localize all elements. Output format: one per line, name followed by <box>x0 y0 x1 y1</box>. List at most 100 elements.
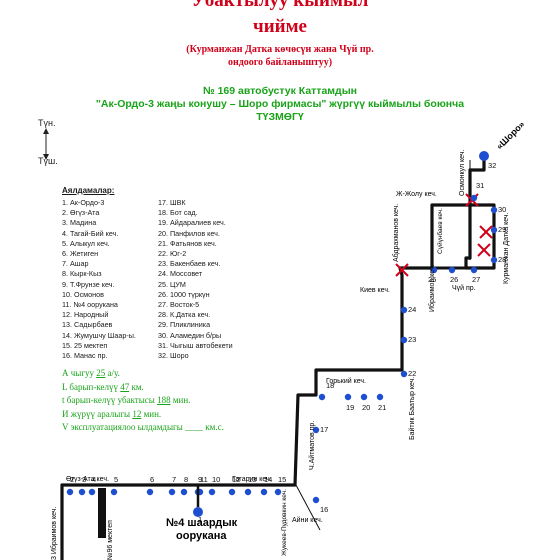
stop-number-label: 18 <box>326 381 334 390</box>
param-v: V эксплуатациялоо ылдамдыгы ____ км.с. <box>62 422 224 432</box>
street-gagarin: Гагарин кеч. <box>232 476 272 483</box>
stop-number-label: 30 <box>498 205 506 214</box>
list-item: 27. Восток-5 <box>158 300 200 310</box>
stop-number-label: 29 <box>498 225 506 234</box>
stops-right-column: 17. ШВК 18. Бот сад. 19. Айдаралиев кеч.… <box>158 198 278 361</box>
list-item: 30. Аламедин б/ры <box>158 330 222 340</box>
list-item: 20. Панфилов кеч. <box>158 228 220 238</box>
stop-number-label: 16 <box>320 505 328 514</box>
stop-dot <box>110 488 118 496</box>
stop-dot <box>244 488 252 496</box>
stop-number-label: 3 <box>82 475 86 484</box>
stop-dot <box>490 256 498 264</box>
subtitle-line1: (Курманжан Датка көчөсүн жана Чүй пр. <box>186 44 374 55</box>
stop-dot <box>274 488 282 496</box>
stop-dot <box>208 488 216 496</box>
stop-dot <box>78 488 86 496</box>
stop-dot <box>344 393 352 401</box>
stop-dot <box>376 393 384 401</box>
stop-number-label: 21 <box>378 403 386 412</box>
list-item: 1. Ак-Ордо-3 <box>62 198 105 207</box>
stop-number-label: 23 <box>408 335 416 344</box>
stop-number-label: 13 <box>248 475 256 484</box>
compass: Түн. Түш. <box>36 118 66 168</box>
stop-dot <box>430 266 438 274</box>
stop-number-label: 32 <box>488 161 496 170</box>
list-item: 32. Шоро <box>158 351 189 361</box>
list-item: 13. Садырбаев <box>62 320 113 330</box>
stop-number-label: 15 <box>278 475 286 484</box>
stop-dot <box>448 266 456 274</box>
list-item: 12. Народный <box>62 310 109 320</box>
list-item: 14. Жумушчу Шаар-ы. <box>62 330 136 340</box>
street-ainy: Айни кеч. <box>292 516 323 524</box>
route-line3: ТҮЗМӨГҮ <box>256 111 304 123</box>
street-gorky: Горький кеч. <box>326 377 366 385</box>
stop-number-label: 9 <box>198 475 202 484</box>
stop-dot <box>312 426 320 434</box>
stop-dot <box>312 496 320 504</box>
stops-heading: Аялдамалар: <box>62 186 115 195</box>
list-item: 17. ШВК <box>158 198 186 207</box>
route-line1: № 169 автобустук Каттамдын <box>202 85 358 97</box>
stop-number-label: 12 <box>232 475 240 484</box>
school-marker <box>98 488 106 538</box>
list-item: 15. 25 мектеп <box>62 340 108 350</box>
list-item: 8. Кырк-Кыз <box>62 269 102 279</box>
list-item: 25. ЦУМ <box>158 279 186 289</box>
list-item: 6. Жетиген <box>62 249 99 259</box>
route-parameters: А чыгуу 25 а/у. L барып-келүү 47 км. t б… <box>62 367 224 435</box>
list-item: 21. Фатьянов кеч. <box>158 238 217 248</box>
stop-number-label: 5 <box>114 475 118 484</box>
hospital-label-line2: оорукана <box>176 530 227 542</box>
list-item: 11. №4 оорукана <box>62 300 118 310</box>
route-line <box>60 156 496 560</box>
hospital-terminal-dot <box>193 507 203 517</box>
list-item: 5. Алыкул кеч. <box>62 238 110 248</box>
shoro-label: «Шоро» <box>494 119 526 151</box>
street-abdrakhmanov: Абдрахманов кеч. <box>392 204 400 262</box>
street-jukeev: Жукеев-Пудовкин кеч. <box>281 489 288 556</box>
stop-number-label: 4 <box>92 475 96 484</box>
street-kurmanjan: Курманжан Датка кеч. <box>503 212 510 284</box>
stop-dot <box>490 226 498 234</box>
shoro-terminal-dot <box>479 151 489 161</box>
list-item: 7. Ашар <box>62 259 89 269</box>
stop-dot <box>470 266 478 274</box>
street-osmonkul: Осмонкул кеч. <box>459 150 466 196</box>
compass-arrow-icon <box>43 128 49 160</box>
stop-number-label: 11 <box>200 475 208 484</box>
stop-number-label: 26 <box>450 275 458 284</box>
list-item: 18. Бот сад. <box>158 208 198 218</box>
list-item: 9. Т.Фрунзе кеч. <box>62 279 115 289</box>
stop-dot <box>470 194 478 202</box>
street-ibraimov: Ибраимов кеч. <box>428 264 436 312</box>
param-l: L барып-келүү 47 км. <box>62 381 144 392</box>
list-item: 23. Бакенбаев кеч. <box>158 259 221 269</box>
list-item: 19. Айдаралиев кеч. <box>158 218 226 228</box>
param-a: А чыгуу 25 а/у. <box>62 368 120 378</box>
list-item: 29. Пликлиника <box>158 320 211 330</box>
list-item: 3. Мадина <box>62 218 97 228</box>
stop-number-label: 14 <box>264 475 272 484</box>
stop-number-label: 28 <box>498 255 506 264</box>
stop-number-label: 6 <box>150 475 154 484</box>
stop-dot <box>146 488 154 496</box>
stop-number-label: 1 <box>198 515 202 524</box>
school-label: №96 мектеп <box>107 520 114 560</box>
street-aitmatov: Ч.Айтматов пр. <box>308 421 316 470</box>
list-item: 24. Моссовет <box>158 269 203 279</box>
street-baitik: Байтик Баатыр кеч. <box>408 377 416 440</box>
street-zh-zholu: Ж-Жолу кеч. <box>396 191 437 198</box>
subtitle-line2: ондоого байланыштуу) <box>227 57 333 68</box>
compass-north-label: Түн. <box>38 118 56 128</box>
stop-dot <box>400 370 408 378</box>
stop-dot <box>180 488 188 496</box>
stop-number-label: 17 <box>320 425 328 434</box>
list-item: 22. Юг-2 <box>158 249 187 259</box>
stop-dot <box>360 393 368 401</box>
stop-number-label: 27 <box>472 275 480 284</box>
list-item: 2. Өгүз-Ата <box>62 208 100 218</box>
stop-number-label: 22 <box>408 369 416 378</box>
list-item: 31. Чыгыш автобекети <box>158 340 233 350</box>
